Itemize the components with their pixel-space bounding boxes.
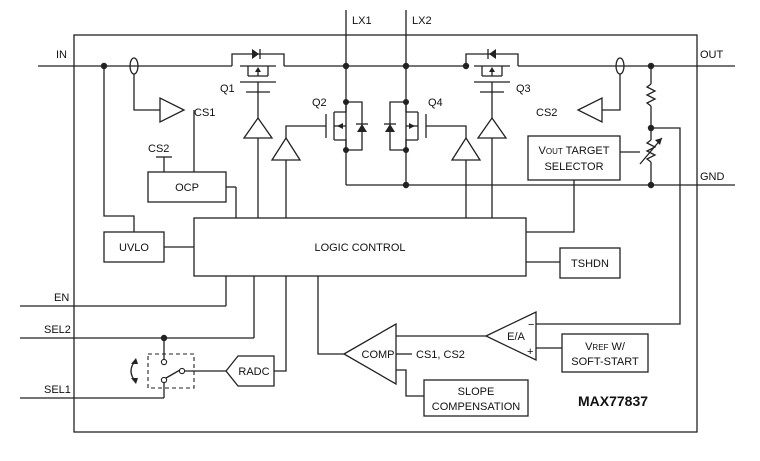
slope-label-line2: COMPENSATION [432,401,520,413]
chip-outline [73,34,698,433]
radc-logic-wire [274,276,287,372]
cs2-left-label: CS2 [148,143,169,155]
q2-label: Q2 [312,97,327,109]
ea-plus-label: + [527,346,533,358]
vref-soft-start-block [561,333,649,373]
q3-driver [476,116,508,139]
switch-arrowhead-bottom [131,378,138,384]
tshdn-block [559,247,621,279]
vout-selector-line2: SELECTOR [544,161,603,173]
pin-lx1-label: LX1 [352,15,372,27]
vout-target-selector-block [527,135,621,181]
error-amplifier [484,310,537,362]
cs1-amplifier [159,96,186,124]
comp-inputs-label: CS1, CS2 [416,349,465,361]
part-number: MAX77837 [578,393,648,409]
junction-dot [342,62,350,70]
q1-transistor [231,49,285,118]
pin-out-label: OUT [700,49,724,61]
pin-en-label: EN [54,292,69,304]
q2-transistor [285,101,368,151]
vref-rest: W/ [608,341,625,353]
pin-sel1-label: SEL1 [44,384,71,396]
ocp-block [147,171,227,203]
vout-rest: TARGET [563,145,610,157]
cs1-label: CS1 [194,107,215,119]
ocp-label: OCP [175,182,199,194]
selector-logic-wire [526,180,575,233]
uvlo-block [103,231,165,263]
switch-contact-top [160,358,168,366]
vref-line2: SOFT-START [571,356,639,368]
cs1-sense-wire [133,74,160,111]
comp-out-wire [317,276,344,355]
comp-slope-wire [396,369,424,397]
vout-sub: OUT [546,147,563,156]
q3-label: Q3 [516,83,531,95]
slope-label-line1: SLOPE [458,386,495,398]
vref-sub: REF [592,343,608,352]
feedback-wire [536,127,681,325]
switch-common [178,367,186,375]
q1-driver [242,116,274,139]
tshdn-label: TSHDN [571,258,609,270]
switch-contact-bottom [160,376,168,384]
pin-sel2-label: SEL2 [44,324,71,336]
radc-label: RADC [238,366,269,378]
switch-arrowhead-top [131,358,138,364]
feedback-resistor-divider [620,66,663,185]
ea-minus-label: − [528,319,534,331]
pin-in-label: IN [56,49,67,61]
vout-selector-line1: VOUT TARGET [539,145,610,157]
logic-control-block [193,217,527,277]
vout-v: V [539,145,547,157]
uvlo-in-wire [103,66,135,232]
junction-dot [402,181,410,189]
q2-driver [270,136,302,161]
uvlo-label: UVLO [119,242,149,254]
q4-transistor [384,101,467,151]
junction-dot [402,62,410,70]
pin-lx2-label: LX2 [412,15,432,27]
q4-driver [450,136,482,161]
q1-label: Q1 [220,83,235,95]
cs2-amplifier [576,96,603,124]
cs2-sense-wire [602,74,621,111]
cs2-right-label: CS2 [536,107,557,119]
q4-label: Q4 [428,97,443,109]
switch-blade [165,369,181,379]
q3-transistor [465,49,519,118]
logic-control-label: LOGIC CONTROL [314,242,405,254]
vref-line1: VREF W/ [585,341,626,353]
vref-v: V [585,341,593,353]
ea-label: E/A [507,331,525,343]
slope-compensation-block [423,379,529,417]
pin-gnd-label: GND [700,171,725,183]
comp-label: COMP [362,349,395,361]
